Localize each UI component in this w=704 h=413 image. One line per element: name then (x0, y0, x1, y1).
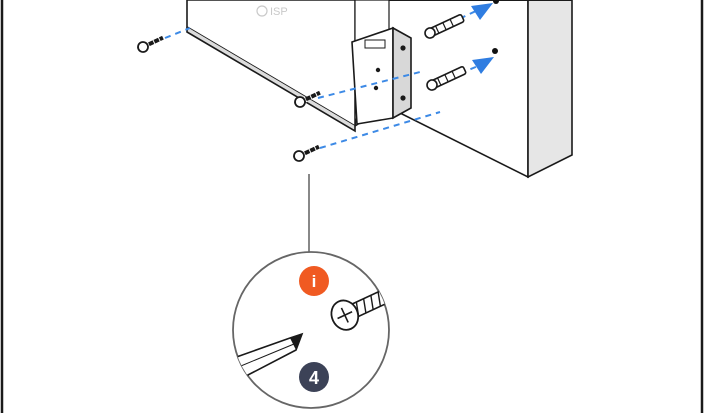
svg-text:i: i (312, 272, 317, 291)
wall-hole (492, 48, 498, 54)
mounting-bracket (352, 28, 411, 124)
bracket-hole (374, 86, 378, 90)
svg-text:4: 4 (309, 368, 319, 388)
bracket-hole (376, 68, 380, 72)
bracket-hole (400, 95, 405, 100)
svg-text:ISP: ISP (270, 6, 288, 18)
screw-icon (136, 33, 165, 53)
wall (384, 0, 572, 177)
step-number-badge: 4 (299, 362, 329, 392)
screw-icon (292, 142, 321, 162)
detail-callout: i 4 (200, 252, 396, 412)
bracket-hole (400, 45, 405, 50)
info-icon: i (299, 266, 329, 296)
